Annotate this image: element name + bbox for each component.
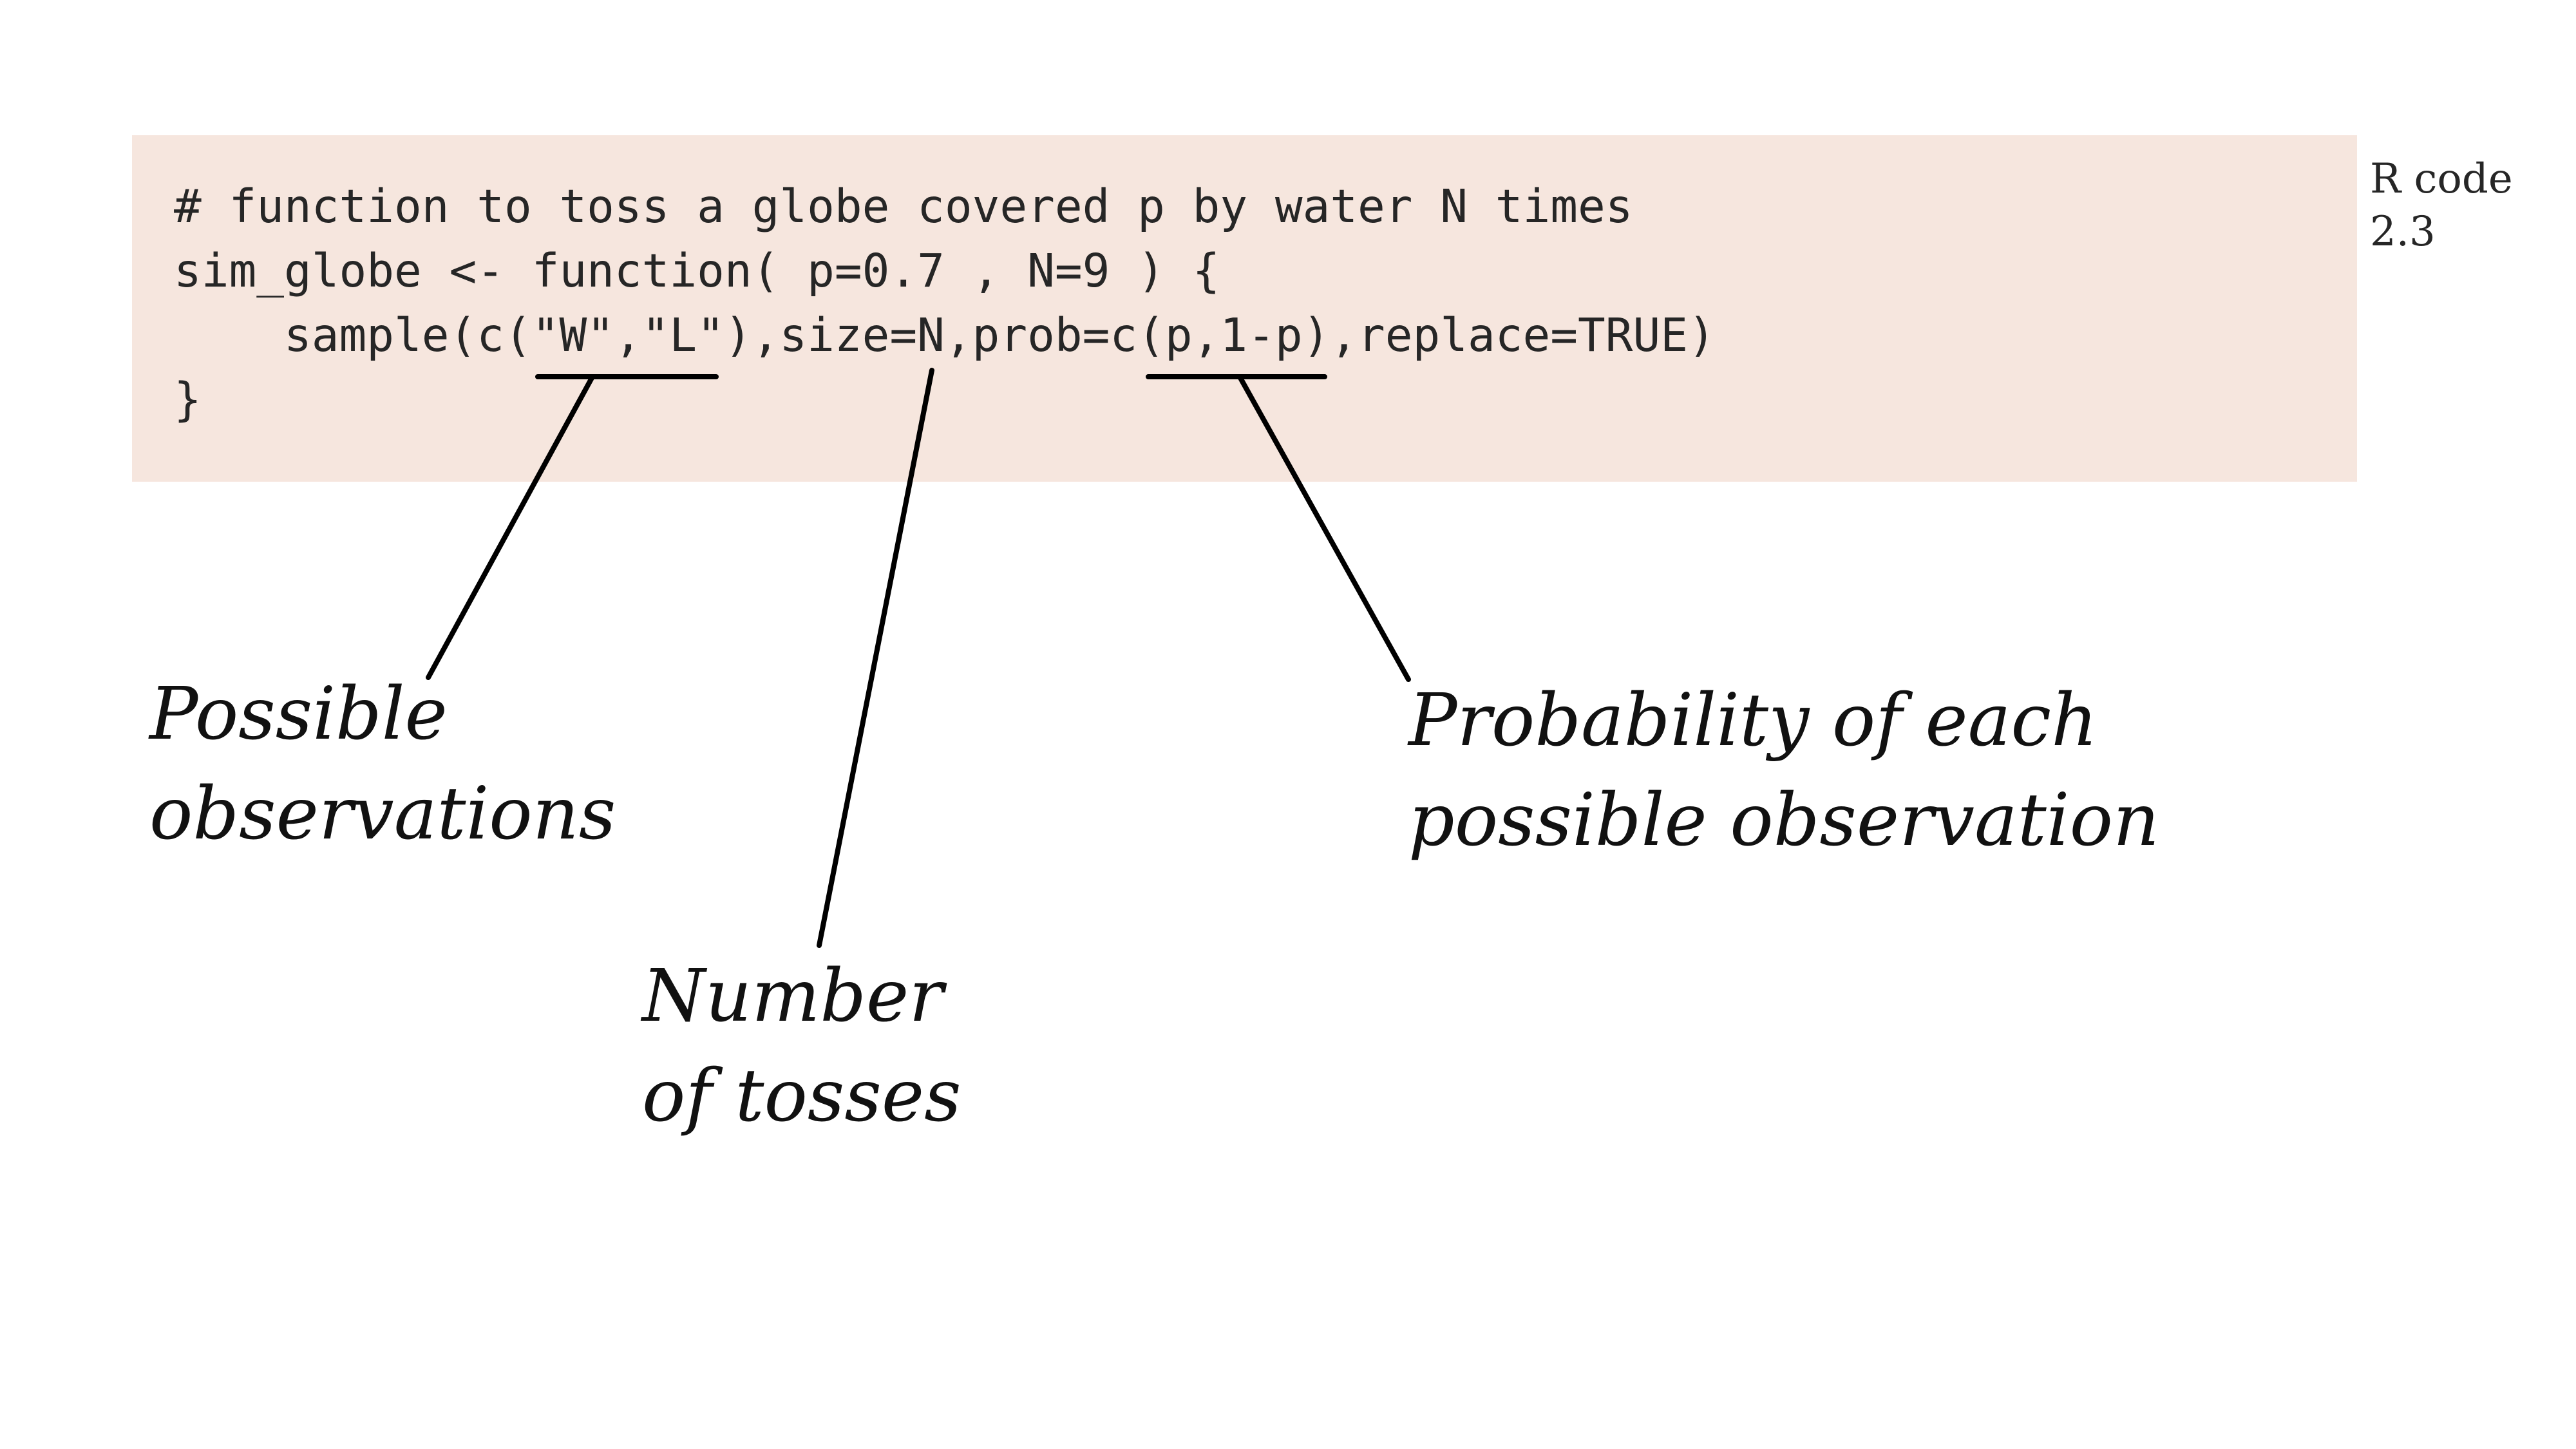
code-label-title: R code [2370, 155, 2513, 203]
code-line-comment: # function to toss a globe covered p by … [174, 180, 1633, 233]
code-line-closing-brace: } [174, 373, 202, 426]
leader-line-observations [426, 374, 595, 680]
annotation-tosses-line2: of tosses [642, 1054, 961, 1138]
code-label-number: 2.3 [2370, 208, 2436, 256]
annotation-tosses-line1: Number [642, 954, 943, 1038]
code-line-function-definition: sim_globe <- function( p=0.7 , N=9 ) { [174, 244, 1220, 298]
annotation-possible-observations: Possible observations [149, 665, 616, 864]
code-line-sample-call: sample(c("W","L"),size=N,prob=c(p,1-p),r… [174, 308, 1716, 362]
leader-line-probability [1237, 374, 1411, 682]
annotation-number-of-tosses: Number of tosses [642, 947, 961, 1146]
leader-line-tosses [817, 368, 934, 948]
code-margin-label: R code 2.3 [2370, 153, 2513, 258]
annotation-probability-line1: Probability of each [1408, 679, 2098, 762]
annotation-observations-line2: observations [149, 772, 616, 856]
annotation-probability: Probability of each possible observation [1408, 671, 2159, 871]
annotation-probability-line2: possible observation [1408, 779, 2160, 862]
code-block [132, 135, 2357, 482]
annotation-observations-line1: Possible [149, 672, 448, 756]
